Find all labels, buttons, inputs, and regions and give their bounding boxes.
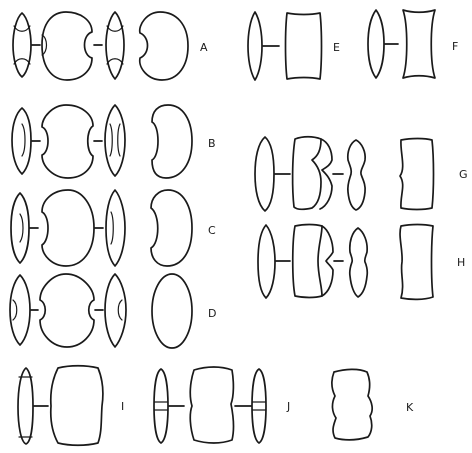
figure-g-side-view-1 — [255, 137, 274, 211]
figure-g-face-view-2 — [400, 139, 434, 210]
figure-a-side-view-2 — [106, 12, 124, 79]
figure-h-side-view-2 — [350, 228, 368, 297]
figure-h: H — [258, 225, 465, 300]
figure-h-side-view-1 — [258, 225, 275, 298]
figure-i-face-view — [51, 366, 103, 446]
figure-c-face-view-1 — [42, 190, 94, 266]
figure-d-face-view-1 — [40, 274, 94, 347]
figure-e-face-view — [286, 13, 322, 79]
figure-b-face-view-2 — [152, 105, 192, 178]
label-c: C — [208, 224, 216, 237]
figure-e-side-view — [248, 12, 262, 80]
figure-e: E — [248, 12, 340, 80]
figure-b-side-view-1 — [12, 108, 31, 174]
label-g: G — [459, 168, 468, 181]
label-d: D — [208, 307, 216, 320]
figure-g-side-view-2 — [348, 140, 365, 210]
figure-h-face-view-2 — [400, 225, 433, 300]
figure-f-side-view — [368, 10, 384, 78]
figure-c-side-view-1 — [11, 193, 29, 263]
figure-a-face-view-1 — [42, 12, 92, 80]
figure-k-face-view — [332, 369, 372, 439]
label-f: F — [452, 40, 458, 53]
label-a: A — [200, 41, 208, 54]
figure-a-side-view-1 — [13, 13, 31, 77]
figure-f-face-view — [403, 10, 435, 78]
label-k: K — [406, 401, 414, 414]
figure-d: D — [10, 274, 216, 348]
label-j: J — [286, 400, 290, 413]
figure-j-face-view — [190, 367, 233, 443]
figure-b: B — [12, 105, 216, 178]
figure-i-side-view — [18, 368, 33, 444]
figure-c-face-view-2 — [151, 190, 192, 266]
figure-f: F — [368, 10, 458, 78]
figure-b-face-view-1 — [42, 105, 93, 178]
figure-d-face-view-2 — [152, 274, 192, 348]
figure-j-side-view-2 — [252, 369, 266, 443]
figure-c: C — [11, 190, 216, 266]
figure-i: I — [18, 366, 124, 446]
figure-c-side-view-2 — [106, 190, 125, 266]
figure-j: J — [154, 367, 290, 443]
figure-a-face-view-2 — [140, 12, 188, 80]
figure-h-face-view — [293, 225, 333, 298]
figure-d-side-view-2 — [105, 274, 126, 347]
figure-g-face-view — [293, 137, 332, 210]
figure-a: A — [13, 12, 208, 80]
label-h: H — [457, 256, 465, 269]
figure-b-side-view-2 — [105, 105, 125, 176]
figure-k: K — [332, 369, 414, 439]
figure-d-side-view-1 — [10, 275, 30, 345]
figure-j-side-view-1 — [154, 369, 168, 443]
label-i: I — [121, 400, 124, 413]
label-b: B — [208, 137, 216, 150]
figure-g: G — [255, 137, 468, 211]
label-e: E — [333, 41, 340, 54]
